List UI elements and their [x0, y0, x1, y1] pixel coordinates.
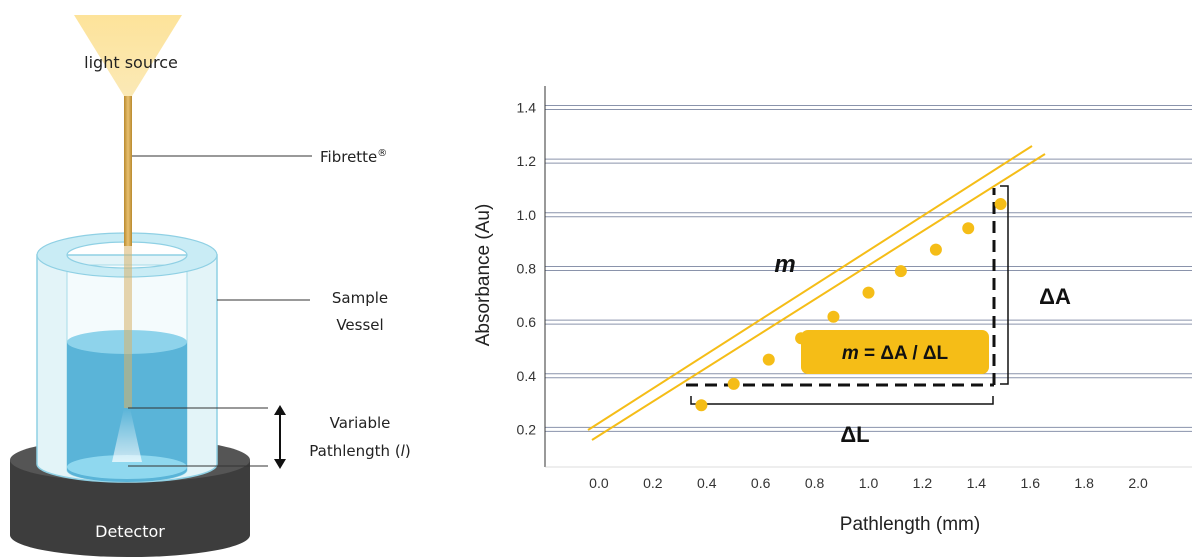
y-tick-labels: 0.2 0.4 0.6 0.8 1.0 1.2 1.4	[517, 99, 537, 437]
delta-a-label: ΔA	[1039, 284, 1071, 309]
absorbance-chart: 0.2 0.4 0.6 0.8 1.0 1.2 1.4 0.0 0.2 0.4 0.6 0.8 1.0…	[473, 86, 1192, 535]
y-tick-label: 1.2	[517, 153, 537, 169]
vessel-rim	[36, 232, 218, 278]
y-tick-label: 0.4	[517, 368, 537, 384]
x-tick-label: 0.0	[589, 475, 609, 491]
lower-fit-line	[591, 153, 1046, 441]
detector-label: Detector	[95, 522, 165, 541]
y-tick-label: 1.0	[517, 207, 537, 223]
x-tick-label: 0.2	[643, 475, 663, 491]
x-tick-label: 0.4	[697, 475, 717, 491]
data-point	[695, 399, 708, 412]
x-tick-label: 1.2	[913, 475, 933, 491]
data-points	[695, 198, 1007, 412]
vessel-label-line1: Sample	[332, 289, 388, 307]
slope-label: m	[774, 251, 795, 278]
x-tick-label: 1.8	[1074, 475, 1094, 491]
data-point	[727, 377, 740, 390]
y-axis-label: Absorbance (Au)	[473, 204, 494, 347]
x-tick-label: 1.4	[967, 475, 987, 491]
data-point	[827, 310, 840, 323]
x-tick-label: 0.6	[751, 475, 771, 491]
light-beam	[112, 408, 142, 462]
y-tick-label: 0.2	[517, 421, 537, 437]
x-tick-label: 1.0	[859, 475, 879, 491]
instrument-diagram: Detector light source Fibrette® Sample V…	[10, 15, 411, 557]
y-tick-label: 1.4	[517, 99, 537, 115]
pathlength-arrow	[274, 405, 286, 469]
y-tick-label: 0.6	[517, 314, 537, 330]
detector-body	[10, 460, 250, 557]
formula-text: m = ΔA / ΔL	[842, 343, 949, 364]
delta-a-bracket	[1000, 185, 1009, 385]
x-tick-label: 1.6	[1021, 475, 1041, 491]
variable-label-line1: Variable	[330, 414, 391, 432]
fibrette-lower	[124, 246, 132, 408]
x-axis-label: Pathlength (mm)	[840, 514, 980, 535]
light-source	[74, 15, 182, 96]
delta-l-label: ΔL	[840, 422, 869, 447]
x-tick-label: 2.0	[1128, 475, 1148, 491]
data-point	[994, 198, 1007, 211]
light-source-label: light source	[84, 53, 178, 72]
grid	[545, 104, 1192, 432]
fibrette-label: Fibrette®	[320, 148, 387, 166]
vessel-label-line2: Vessel	[336, 316, 383, 334]
y-tick-label: 0.8	[517, 260, 537, 276]
formula-box	[801, 330, 989, 374]
delta-l-bracket	[690, 396, 994, 405]
data-point	[894, 265, 907, 278]
x-tick-labels: 0.0 0.2 0.4 0.6 0.8 1.0 1.2 1.4 1.6 1.8 2.0	[589, 475, 1148, 491]
fibrette-upper	[124, 96, 132, 246]
data-point	[929, 243, 942, 256]
x-tick-label: 0.8	[805, 475, 825, 491]
data-point	[962, 222, 975, 235]
data-point	[862, 286, 875, 299]
variable-label-line2: Pathlength (l)	[309, 442, 410, 460]
vessel-bottom	[67, 455, 187, 479]
data-point	[762, 353, 775, 366]
upper-fit-line	[587, 145, 1033, 431]
